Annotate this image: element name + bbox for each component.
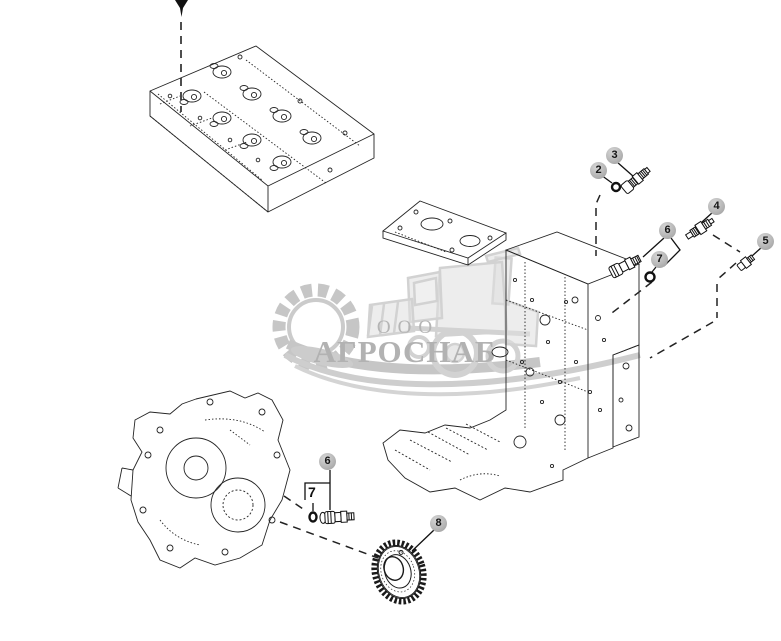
part-sensor-6-upper [608, 254, 642, 279]
timing-cover-drawing [117, 390, 291, 569]
tractor-silhouette-watermark [366, 246, 540, 378]
swoosh-ribbons-watermark [283, 339, 641, 397]
callout-7-upper[interactable]: 7 [651, 251, 668, 268]
part-oring-7-upper [644, 271, 656, 283]
watermark-company-name: АГРОСНАБ [313, 334, 497, 369]
callout-3[interactable]: 3 [606, 147, 623, 164]
part-oring-2 [610, 181, 622, 193]
callout-6-upper[interactable]: 6 [659, 222, 676, 239]
block-deck-slab [382, 200, 507, 266]
dashed-leader-lines [279, 194, 741, 559]
callout-8[interactable]: 8 [430, 515, 447, 532]
cylinder-head-drawing [149, 45, 375, 213]
part-sensor-6-lower [319, 510, 355, 525]
part-sensor-3 [620, 166, 651, 194]
callout-6-lower[interactable]: 6 [319, 453, 336, 470]
callout-7-lower[interactable]: 7 [308, 484, 316, 500]
callout-5[interactable]: 5 [757, 233, 774, 250]
part-plug-4 [684, 217, 715, 240]
callout-2[interactable]: 2 [590, 162, 607, 179]
part-oring-7-lower [308, 511, 318, 523]
callout-4[interactable]: 4 [708, 198, 725, 215]
part-gear-8 [371, 539, 427, 605]
continuation-arrow [175, 0, 188, 112]
watermark-org-form: ООО [376, 317, 440, 338]
part-sensor-5 [736, 254, 756, 271]
engine-block-drawing [382, 200, 641, 501]
callout-leader-lines [304, 161, 763, 552]
